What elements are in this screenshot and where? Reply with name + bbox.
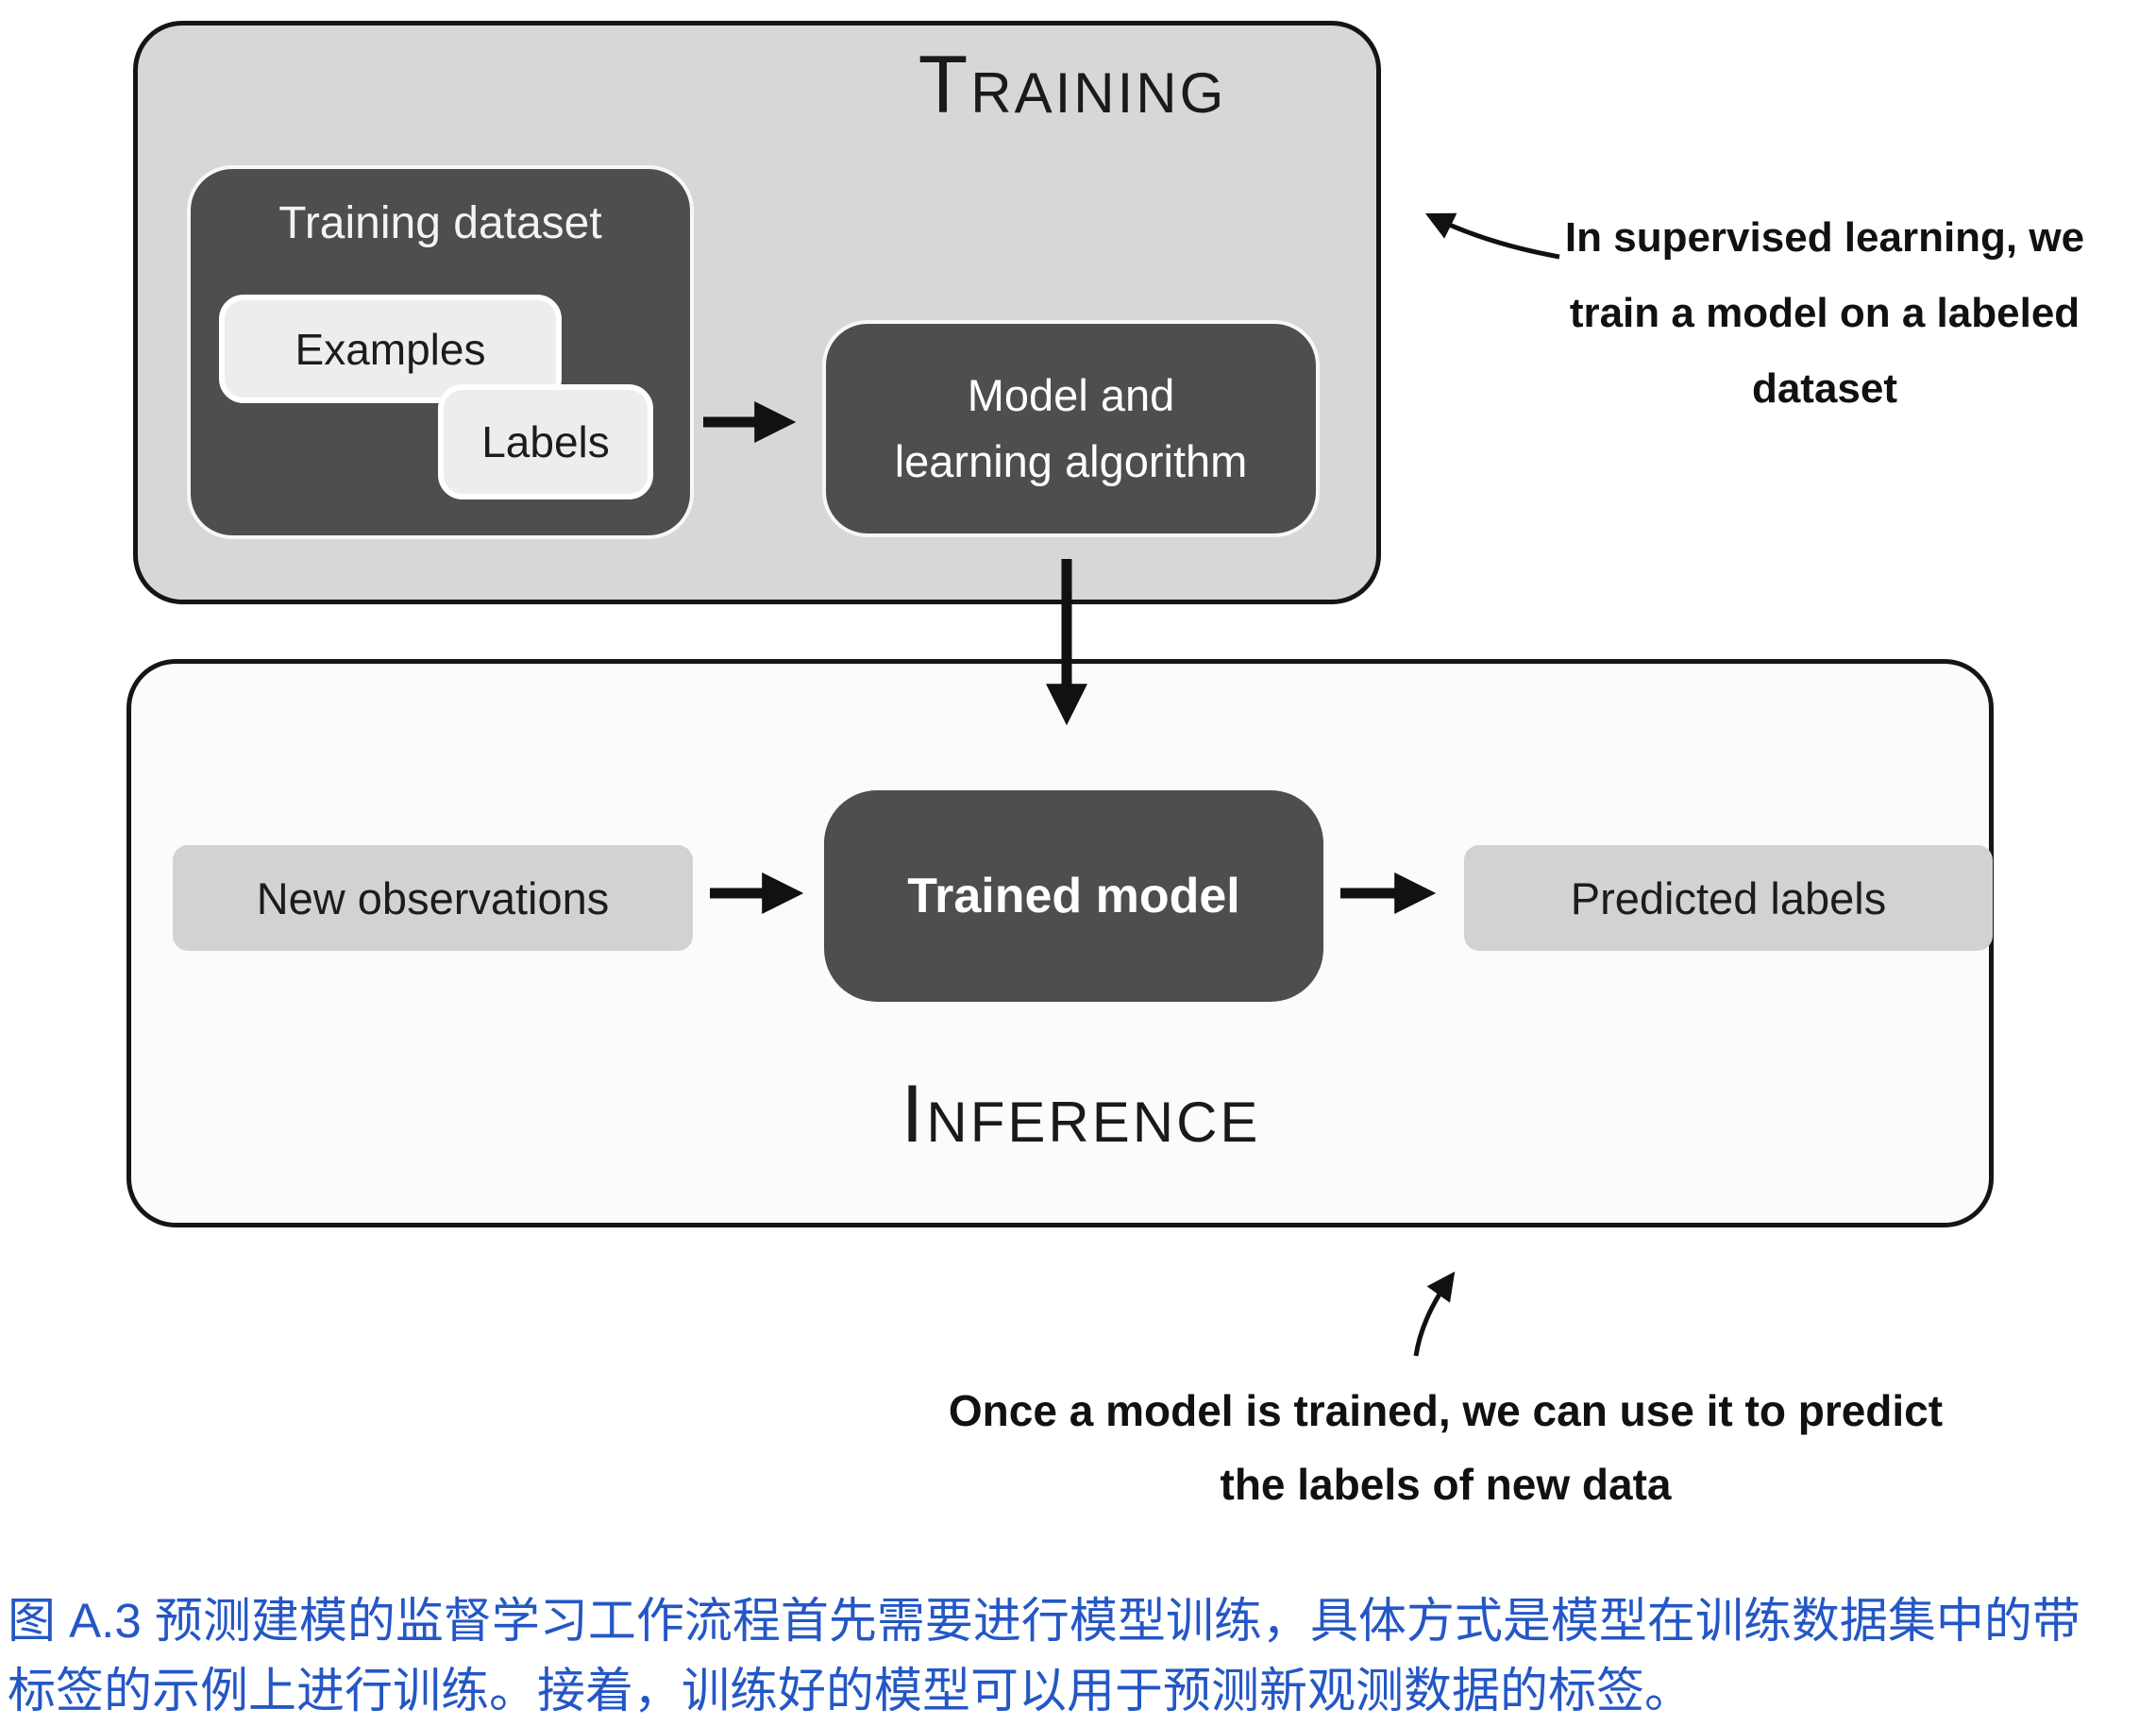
figure-caption: 图 A.3 预测建模的监督学习工作流程首先需要进行模型训练，具体方式是模型在训练… xyxy=(8,1586,2156,1726)
model-label-line1: Model and xyxy=(967,369,1175,420)
trained-model-label: Trained model xyxy=(907,869,1240,923)
training-dataset-box: Training dataset Examples Labels xyxy=(187,165,694,539)
trained-model-box: Trained model xyxy=(824,790,1323,1002)
training-annotation-line2: train a model on a labeled xyxy=(1569,290,2080,336)
training-section-box: Training Training dataset Examples Label… xyxy=(133,21,1381,604)
training-annotation-line1: In supervised learning, we xyxy=(1564,214,2085,261)
predicted-labels-box: Predicted labels xyxy=(1464,845,1993,951)
model-label-line2: learning algorithm xyxy=(894,436,1248,486)
labels-label: Labels xyxy=(481,417,610,466)
inference-section-box: New observations Trained model Predicted… xyxy=(126,659,1994,1227)
predicted-labels-label: Predicted labels xyxy=(1570,872,1887,923)
figure-caption-line2: 标签的示例上进行训练。接着，训练好的模型可以用于预测新观测数据的标签。 xyxy=(8,1664,1693,1718)
inference-title: Inference xyxy=(901,1069,1261,1159)
inference-annotation-line2: the labels of new data xyxy=(1220,1460,1672,1509)
new-observations-label: New observations xyxy=(256,872,610,923)
training-annotation-line3: dataset xyxy=(1751,365,1898,412)
labels-chip: Labels xyxy=(438,384,653,499)
inference-annotation-line1: Once a model is trained, we can use it t… xyxy=(948,1386,1944,1435)
model-and-algorithm-box: Model and learning algorithm xyxy=(822,320,1320,537)
arrow-inference-annotation xyxy=(1413,1271,1456,1357)
examples-label: Examples xyxy=(295,324,486,374)
training-title: Training xyxy=(918,40,1227,130)
inference-annotation: Once a model is trained, we can use it t… xyxy=(940,1374,1951,1521)
figure-caption-line1: 图 A.3 预测建模的监督学习工作流程首先需要进行模型训练，具体方式是模型在训练… xyxy=(8,1594,2080,1648)
new-observations-box: New observations xyxy=(173,845,693,951)
training-dataset-label: Training dataset xyxy=(278,198,602,248)
examples-chip: Examples xyxy=(219,295,562,403)
training-annotation: In supervised learning, we train a model… xyxy=(1491,200,2156,427)
